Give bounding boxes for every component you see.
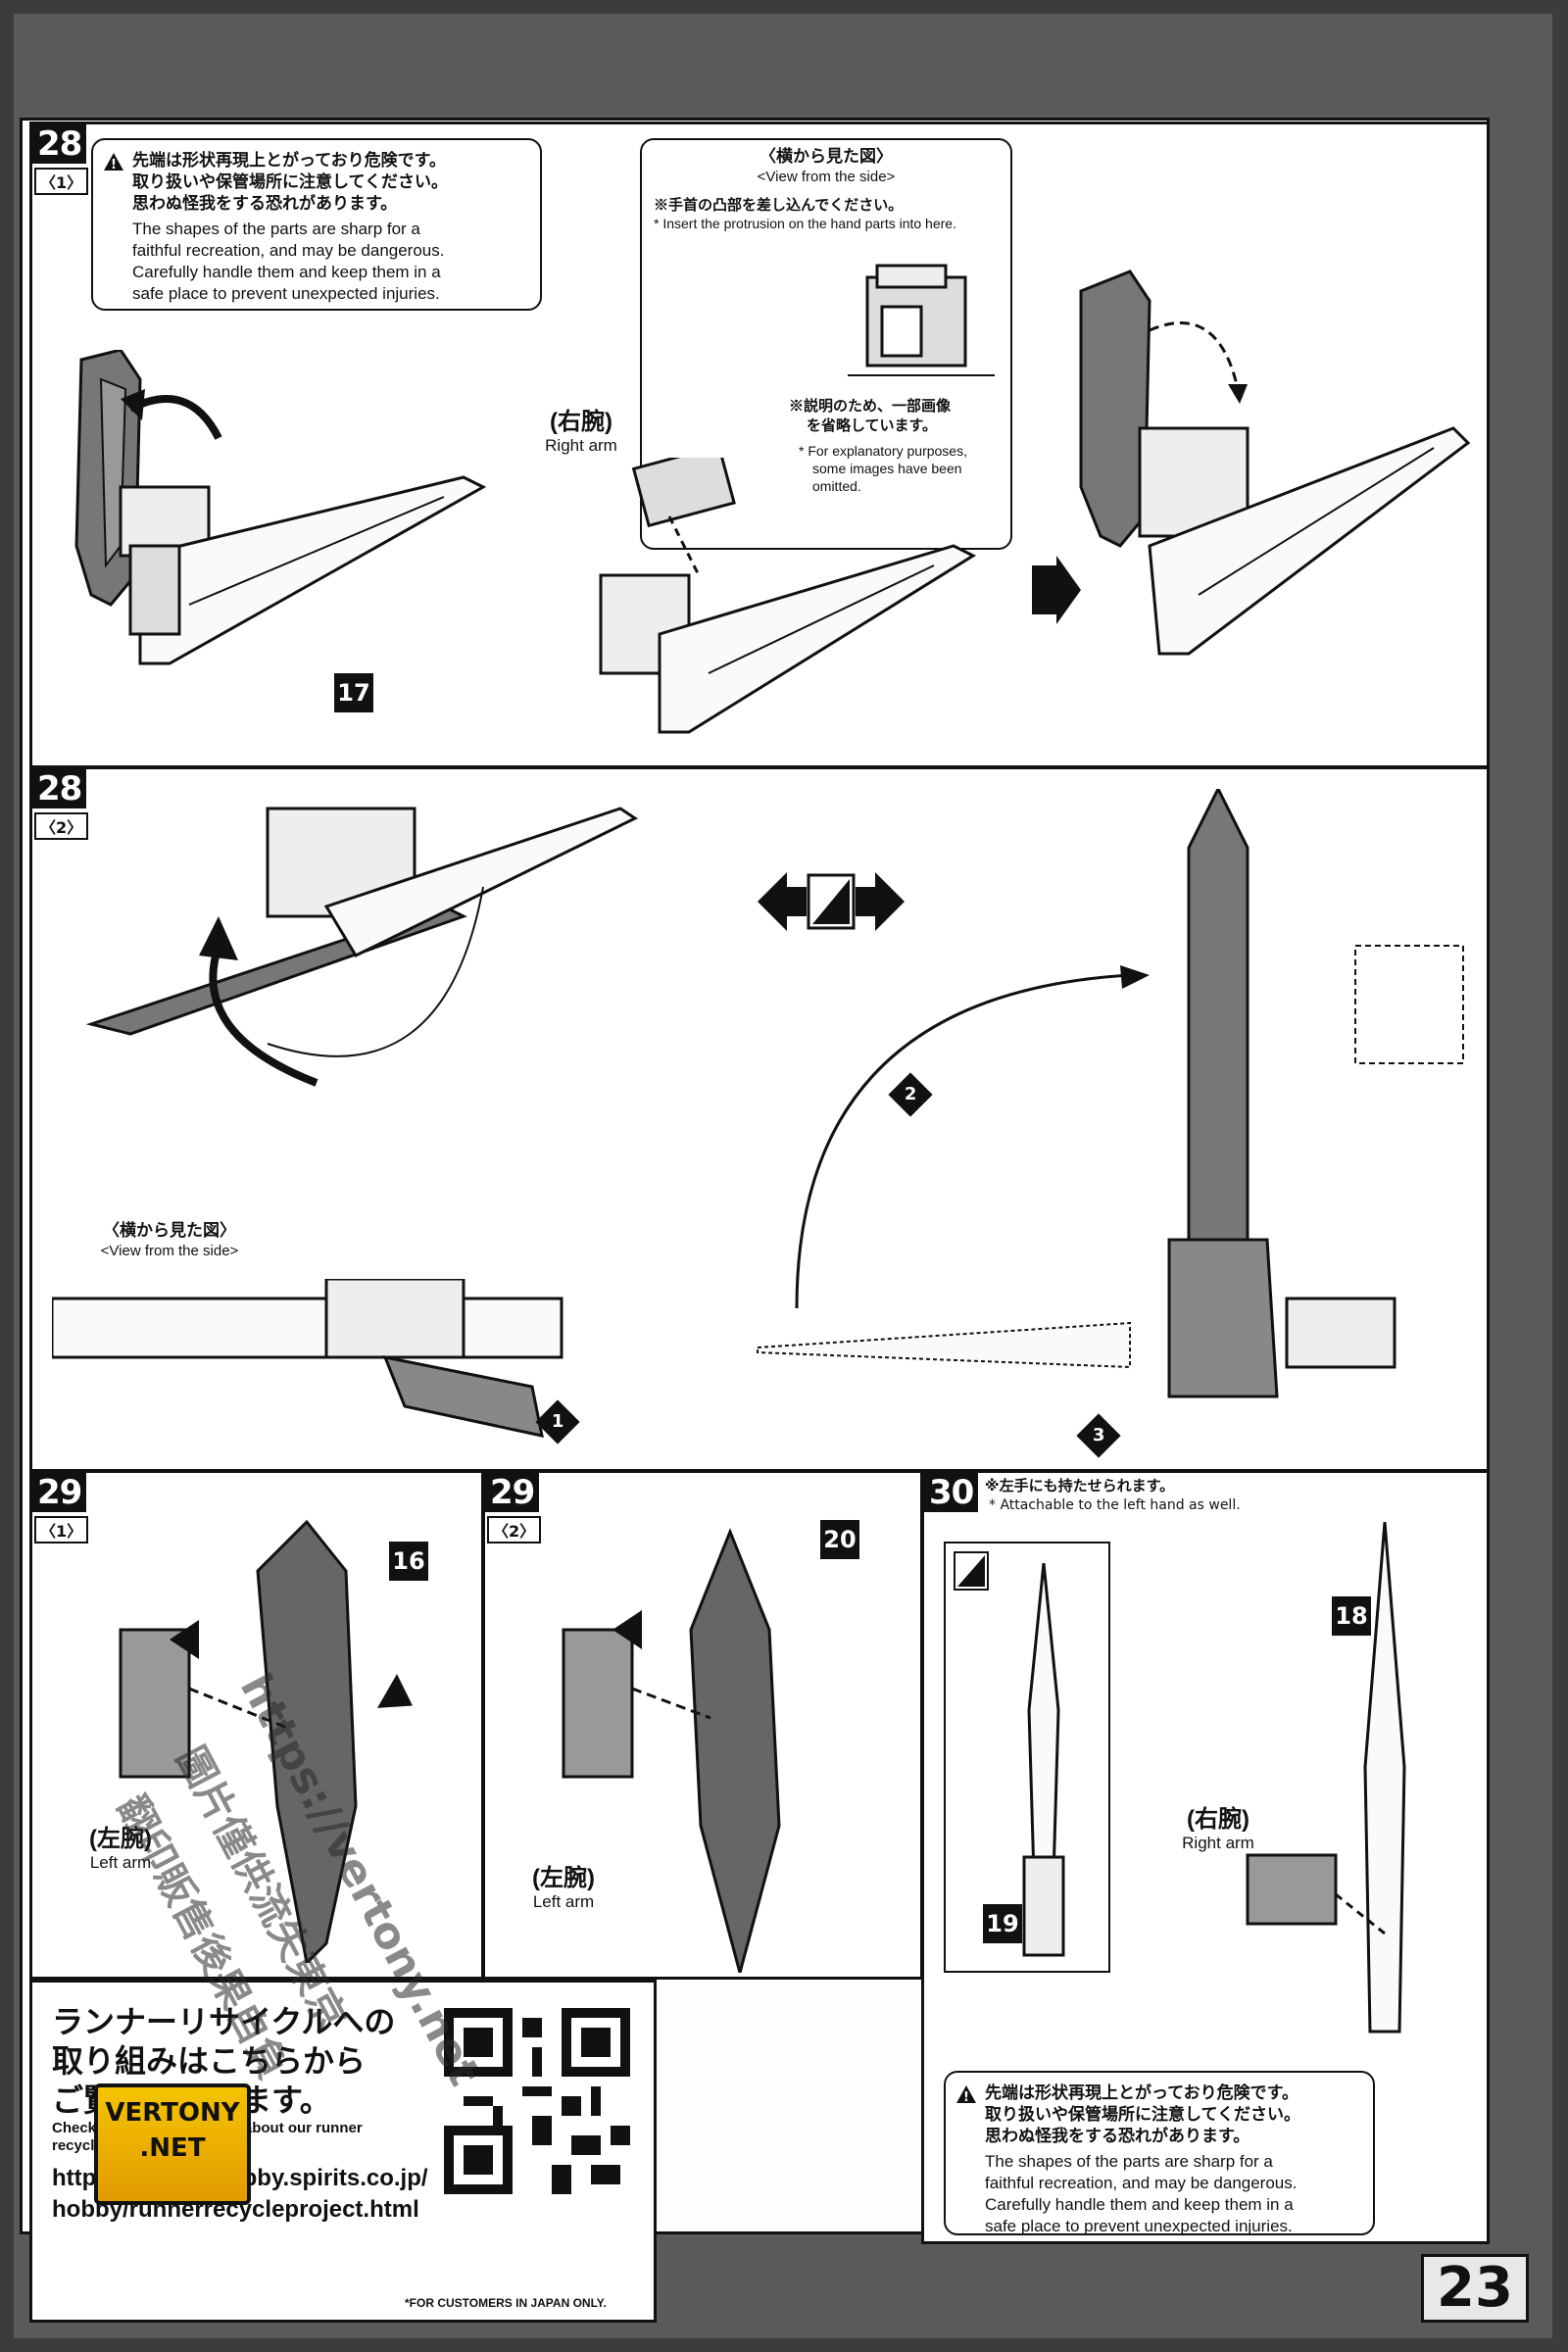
logo-line: .NET bbox=[139, 2133, 206, 2163]
recycle-jp-line: 取り組みはこちらから bbox=[52, 2043, 367, 2079]
next-arrow-icon bbox=[1032, 556, 1081, 624]
side-view-callout: 〈横から見た図〉 <View from the side> ※手首の凸部を差し込… bbox=[640, 138, 1012, 550]
warning-jp-line: 思わぬ怪我をする恐れがあります。 bbox=[132, 194, 398, 213]
shield-sword-illustration bbox=[74, 350, 487, 665]
svg-text:!: ! bbox=[963, 2090, 969, 2104]
warning-triangle-icon: ! bbox=[956, 2085, 976, 2104]
arm-label-jp: (左腕) bbox=[89, 1826, 152, 1852]
step-29-2-panel: 29 〈2〉 20 (左腕) Left arm bbox=[482, 1470, 923, 1980]
part-number-badge: 20 bbox=[820, 1520, 859, 1559]
arm-label-en: Left arm bbox=[532, 1892, 595, 1911]
svg-text:!: ! bbox=[111, 158, 117, 172]
arm-label-jp: (右腕) bbox=[550, 409, 612, 435]
substep-label: 〈1〉 bbox=[34, 1516, 89, 1544]
warning-jp-line: 先端は形状再現上とがっており危険です。 bbox=[132, 151, 446, 170]
sword-rotate-illustration bbox=[85, 807, 639, 1087]
substep-label: 〈2〉 bbox=[487, 1516, 542, 1544]
step-number: 28 bbox=[32, 124, 87, 164]
warning-en-line: faithful recreation, and may be dangerou… bbox=[985, 2174, 1298, 2192]
omit-note-en: * For explanatory purposes, bbox=[799, 443, 967, 459]
hand-sword-illustration bbox=[599, 458, 977, 734]
hand-note-en: * Insert the protrusion on the hand part… bbox=[654, 216, 956, 231]
side-view-title-en: <View from the side> bbox=[100, 1243, 239, 1259]
page-number: 23 bbox=[1421, 2254, 1529, 2323]
arm-label-en: Right arm bbox=[545, 436, 617, 455]
held-sword-illustration bbox=[1167, 789, 1464, 1398]
part-number-badge: 17 bbox=[334, 673, 373, 712]
step-number: 30 bbox=[924, 1473, 979, 1512]
warning-jp-line: 取り扱いや保管場所に注意してください。 bbox=[985, 2105, 1300, 2124]
assembled-sword-illustration bbox=[1079, 270, 1471, 656]
arm-label-en: Left arm bbox=[89, 1853, 152, 1872]
arm-label-jp: (左腕) bbox=[532, 1865, 595, 1891]
step-28-2-panel: 28 〈2〉 〈横から見た図〉 <View from the side> 1 2… bbox=[29, 766, 1490, 1472]
omit-note-en: omitted. bbox=[812, 478, 861, 494]
warning-jp-line: 取り扱いや保管場所に注意してください。 bbox=[132, 172, 448, 191]
substep-label: 〈2〉 bbox=[34, 812, 89, 840]
omit-note-jp: ※説明のため、一部画像 bbox=[789, 398, 952, 415]
warning-en-line: Carefully handle them and keep them in a bbox=[985, 2195, 1294, 2214]
right-arm-label: (右腕) Right arm bbox=[522, 409, 640, 456]
recycle-jp-line: ランナーリサイクルへの bbox=[52, 2004, 396, 2039]
swing-arc-illustration bbox=[757, 965, 1150, 1369]
substep-label: 〈1〉 bbox=[34, 168, 89, 195]
side-view-label: 〈横から見た図〉 <View from the side> bbox=[72, 1220, 268, 1265]
side-view-title-en: <View from the side> bbox=[757, 169, 896, 185]
step-30-panel: 30 ※左手にも持たせられます。 * Attachable to the lef… bbox=[921, 1470, 1490, 2244]
flip-direction-icon bbox=[758, 872, 905, 931]
left-arm-label: (左腕) Left arm bbox=[505, 1865, 622, 1912]
omit-note-jp: を省略しています。 bbox=[807, 417, 938, 434]
side-view-illustration bbox=[52, 1279, 564, 1438]
rifle-detail-box bbox=[944, 1542, 1110, 1973]
warning-jp-line: 先端は形状再現上とがっており危険です。 bbox=[985, 2083, 1298, 2102]
step-number: 29 bbox=[485, 1473, 540, 1512]
omit-note-en: some images have been bbox=[812, 461, 962, 476]
warning-en-line: The shapes of the parts are sharp for a bbox=[985, 2152, 1273, 2171]
warning-en-line: safe place to prevent unexpected injurie… bbox=[132, 284, 440, 303]
right-arm-label: (右腕) Right arm bbox=[1159, 1806, 1277, 1853]
safety-warning: ! 先端は形状再現上とがっており危険です。 取り扱いや保管場所に注意してください… bbox=[944, 2071, 1375, 2235]
warning-en-line: safe place to prevent unexpected injurie… bbox=[985, 2217, 1293, 2235]
warning-triangle-icon: ! bbox=[104, 153, 123, 172]
left-hand-note-en: * Attachable to the left hand as well. bbox=[989, 1497, 1241, 1513]
part-number-badge: 19 bbox=[983, 1904, 1022, 1943]
side-view-title-jp: 〈横から見た図〉 bbox=[103, 1221, 236, 1240]
rifle-side-illustration bbox=[1022, 1563, 1065, 1957]
arm-label-en: Right arm bbox=[1182, 1834, 1254, 1852]
rifle-hand-illustration bbox=[1246, 1522, 1406, 2034]
flip-icon bbox=[954, 1551, 989, 1591]
shield-attach-illustration bbox=[562, 1527, 781, 1973]
safety-warning: ! 先端は形状再現上とがっており危険です。 取り扱いや保管場所に注意してください… bbox=[91, 138, 542, 311]
step-number: 29 bbox=[32, 1473, 87, 1512]
left-hand-note-jp: ※左手にも持たせられます。 bbox=[985, 1477, 1175, 1494]
qr-code-icon[interactable] bbox=[444, 2008, 630, 2194]
warning-en-line: The shapes of the parts are sharp for a bbox=[132, 220, 420, 238]
warning-en-line: Carefully handle them and keep them in a bbox=[132, 263, 441, 281]
arm-label-jp: (右腕) bbox=[1187, 1806, 1250, 1833]
left-arm-label: (左腕) Left arm bbox=[62, 1826, 179, 1873]
footnote: *FOR CUSTOMERS IN JAPAN ONLY. bbox=[405, 2296, 607, 2310]
shield-attach-illustration bbox=[119, 1519, 413, 1963]
warning-jp-line: 思わぬ怪我をする恐れがあります。 bbox=[985, 2127, 1250, 2145]
hand-socket-diagram bbox=[848, 264, 995, 376]
step-28-1-panel: 28 〈1〉 ! 先端は形状再現上とがっており危険です。 取り扱いや保管場所に注… bbox=[29, 122, 1490, 768]
vertony-logo: VERTONY .NET bbox=[94, 2083, 251, 2205]
hand-note-jp: ※手首の凸部を差し込んでください。 bbox=[654, 197, 904, 214]
step-number: 28 bbox=[32, 769, 87, 808]
warning-en-line: faithful recreation, and may be dangerou… bbox=[132, 241, 445, 260]
part-number-badge: 16 bbox=[389, 1542, 428, 1581]
part-number-badge: 18 bbox=[1332, 1596, 1371, 1636]
logo-line: VERTONY bbox=[105, 2098, 240, 2128]
side-view-title-jp: 〈横から見た図〉 bbox=[760, 147, 893, 166]
